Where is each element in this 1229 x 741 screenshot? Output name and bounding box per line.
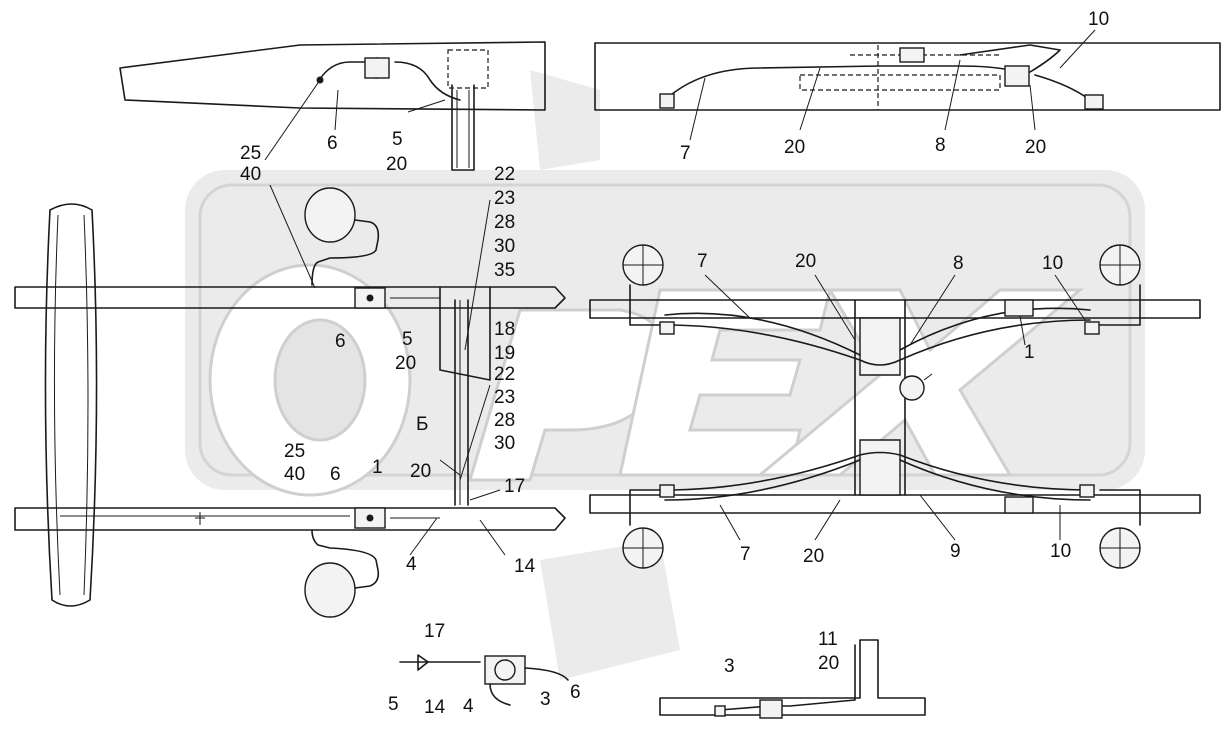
- callout-10-rlow: 10: [1050, 541, 1072, 562]
- callout-6-top: 6: [327, 133, 338, 154]
- callout-28b: 28: [494, 410, 516, 431]
- callout-18: 18: [494, 319, 516, 340]
- callout-23: 23: [494, 188, 516, 209]
- callout-20-topmid: 20: [784, 137, 806, 158]
- callout-20-rlow: 20: [803, 546, 825, 567]
- callout-22b: 22: [494, 364, 516, 385]
- callout-20-low: 20: [410, 461, 432, 482]
- callout-5-bot: 5: [388, 694, 399, 715]
- callout-25-low: 25: [284, 441, 306, 462]
- detail-bottom-right: [659, 639, 926, 719]
- callout-40-left: 40: [240, 164, 262, 185]
- callout-6-mid: 6: [335, 331, 346, 352]
- callout-8-top: 8: [935, 135, 946, 156]
- callout-6-bot: 6: [570, 682, 581, 703]
- detail-bottom-left: [399, 654, 569, 706]
- callout-10-r: 10: [1042, 253, 1064, 274]
- callout-11-bot: 11: [818, 629, 838, 650]
- callout-23b: 23: [494, 387, 516, 408]
- callout-3-botr: 3: [724, 656, 735, 677]
- callout-20-r: 20: [795, 251, 817, 272]
- callout-8-r: 8: [953, 253, 964, 274]
- callout-4-low: 4: [406, 554, 417, 575]
- callout-30b: 30: [494, 433, 516, 454]
- callout-1-low: 1: [372, 457, 383, 478]
- callout-5-mid: 5: [402, 329, 413, 350]
- callout-35: 35: [494, 260, 516, 281]
- callout-1-r: 1: [1024, 342, 1035, 363]
- leader-lines: [264, 29, 1096, 556]
- right-chassis: [589, 244, 1201, 569]
- callout-9-rlow: 9: [950, 541, 961, 562]
- callout-22: 22: [494, 164, 516, 185]
- callout-7-top: 7: [680, 143, 691, 164]
- callout-28: 28: [494, 212, 516, 233]
- callout-19: 19: [494, 343, 516, 364]
- callout-3-bot: 3: [540, 689, 551, 710]
- callout-20-topright: 20: [1025, 137, 1047, 158]
- front-wheel: [44, 203, 98, 607]
- callout-5-top: 5: [392, 129, 403, 150]
- inset-top-right: [594, 42, 1221, 111]
- callout-20-bot: 20: [818, 653, 840, 674]
- callout-7-r: 7: [697, 251, 708, 272]
- callout-6-low: 6: [330, 464, 341, 485]
- callout-17-bot: 17: [424, 621, 446, 642]
- callout-25-left: 25: [240, 143, 262, 164]
- callout-20-mid: 20: [395, 353, 417, 374]
- callout-b-view: Б: [416, 414, 429, 435]
- callout-20-top: 20: [386, 154, 408, 175]
- callout-14-bot: 14: [424, 697, 446, 718]
- callout-14-low: 14: [514, 556, 536, 577]
- callout-30: 30: [494, 236, 516, 257]
- callout-17-low: 17: [504, 476, 526, 497]
- callout-40-low: 40: [284, 464, 306, 485]
- callout-4-bot: 4: [463, 696, 474, 717]
- callout-7-rlow: 7: [740, 544, 751, 565]
- inset-top-left: [119, 41, 546, 171]
- callout-10-top: 10: [1088, 9, 1110, 30]
